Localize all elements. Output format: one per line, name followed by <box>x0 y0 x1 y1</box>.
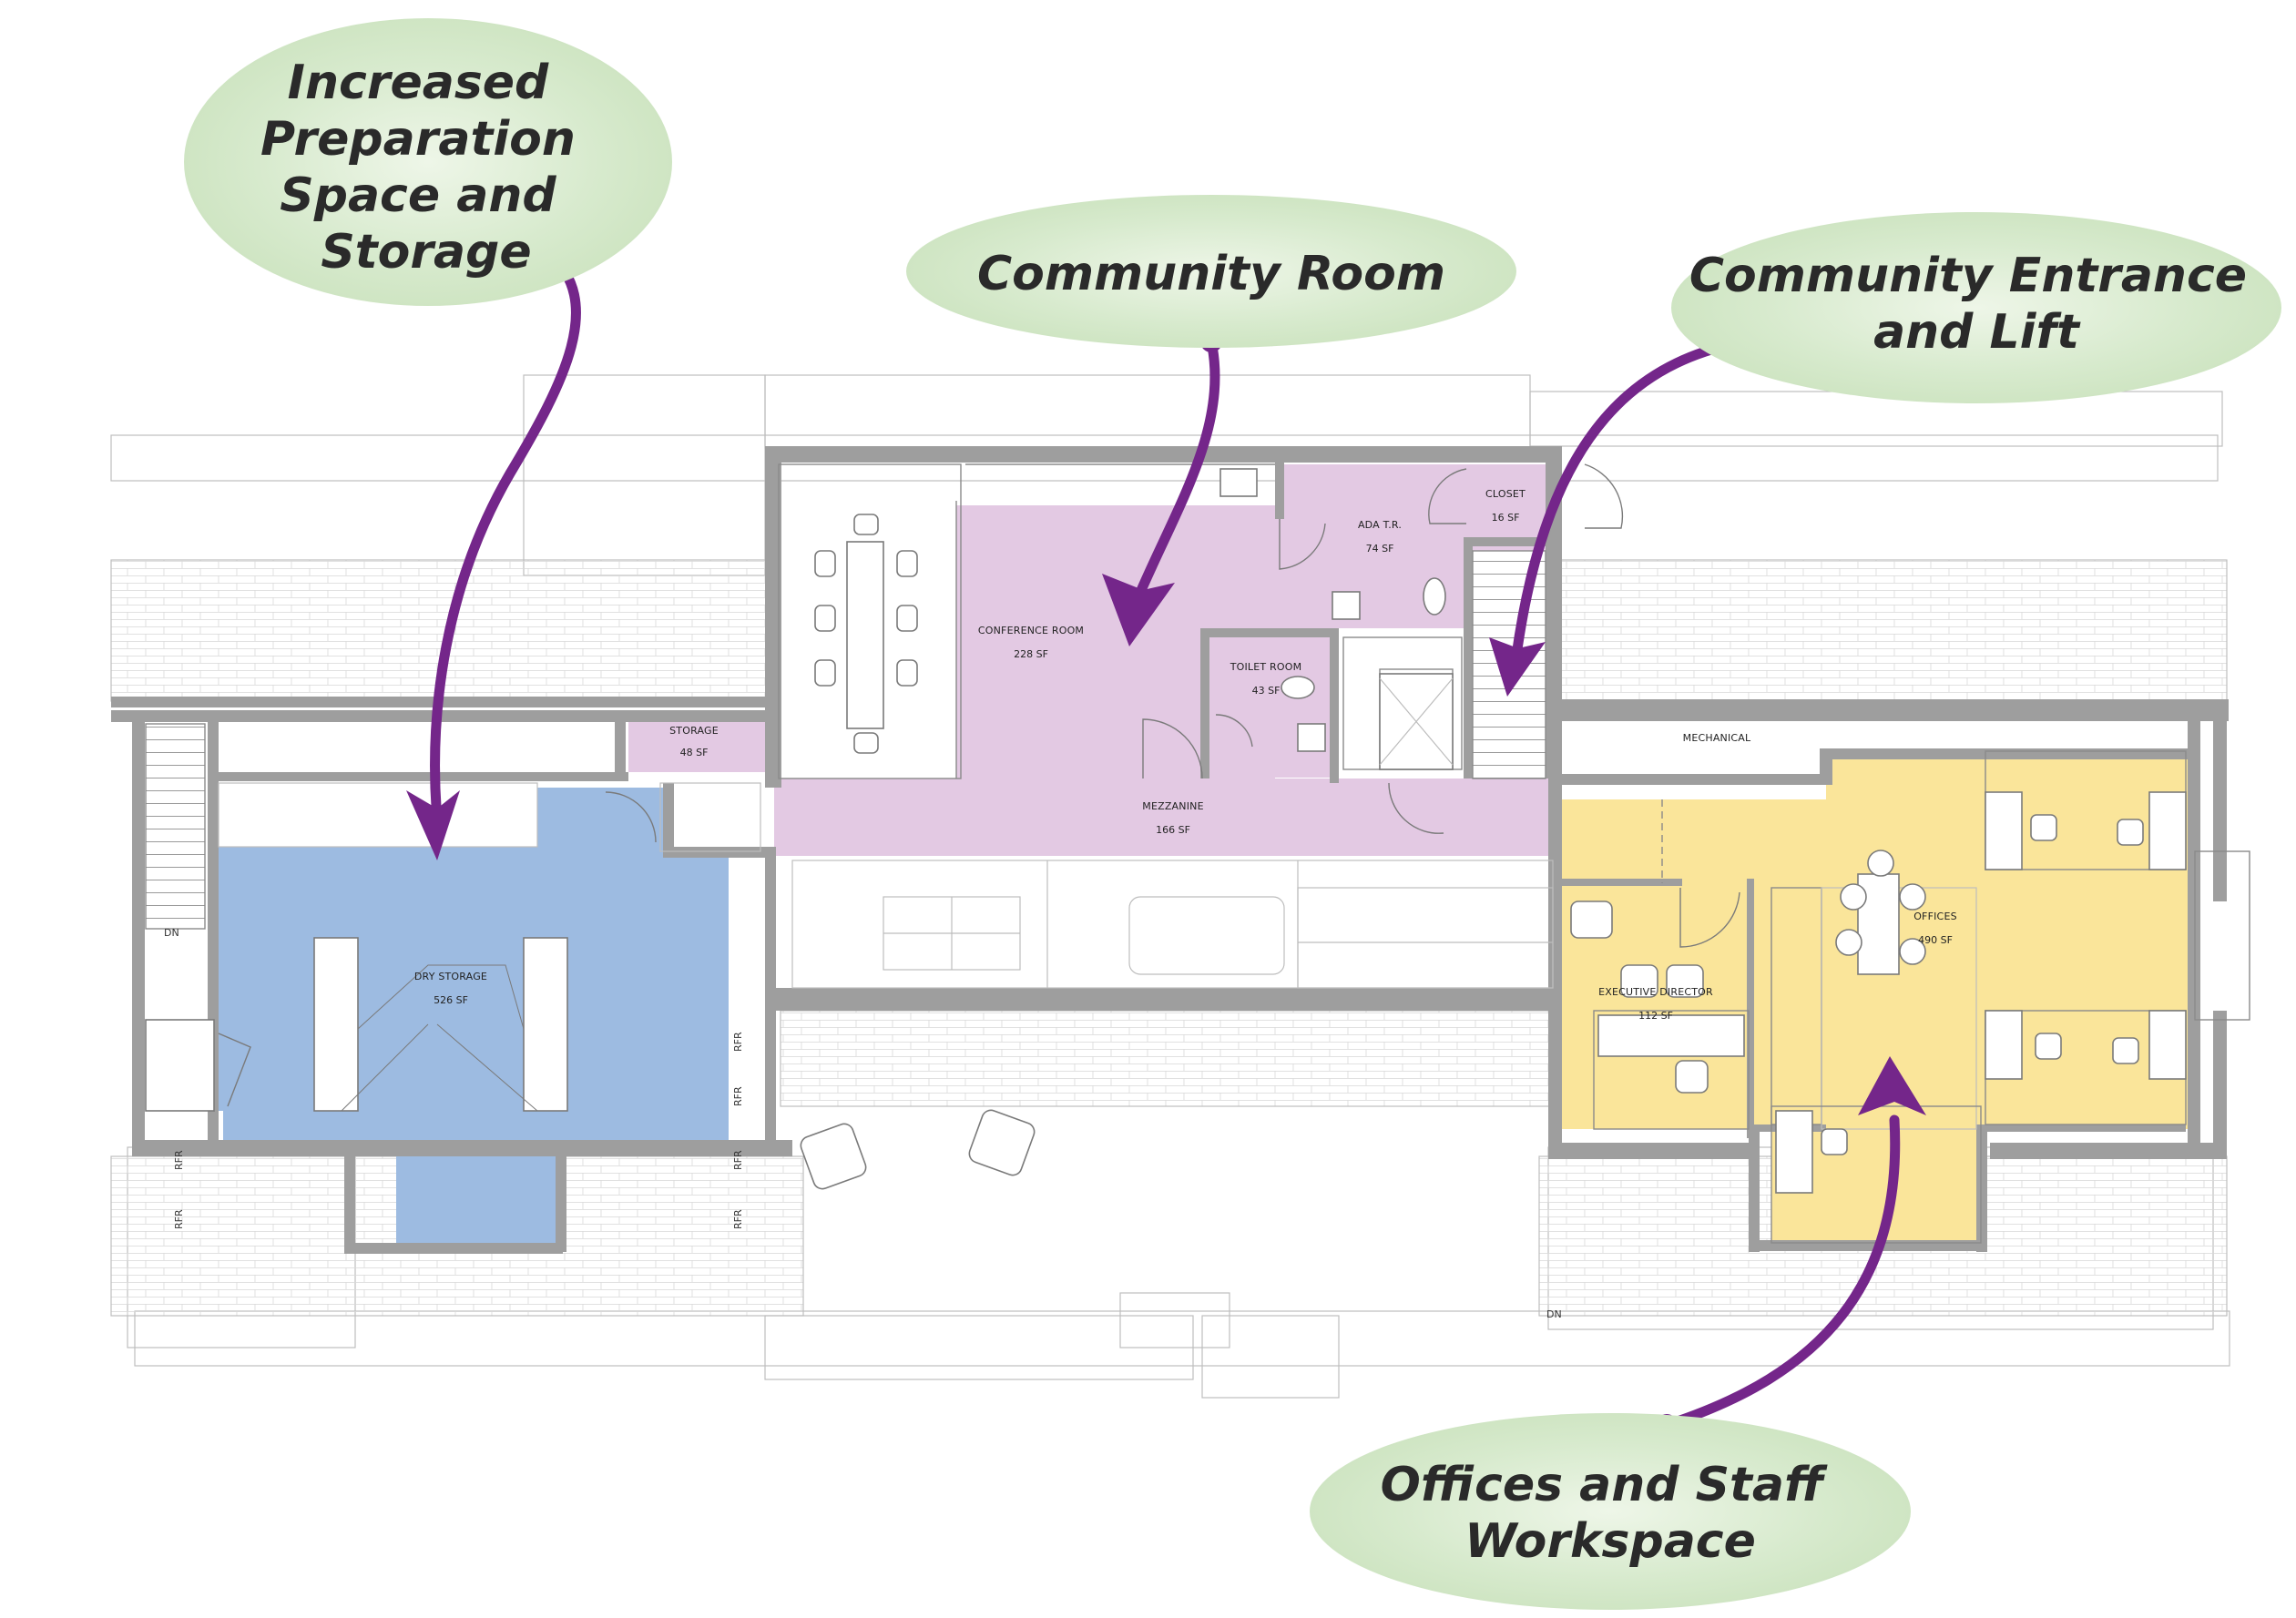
dn-mark-left: DN <box>164 927 179 939</box>
callout-community-room: Community Room <box>906 195 1516 348</box>
area-executive-director: 112 SF <box>1638 1010 1673 1022</box>
room-labels: STORAGE 48 SF CONFERENCE ROOM 228 SF ADA… <box>414 488 1957 1022</box>
callout-entrance-bubble <box>1671 212 2281 403</box>
callout-entrance-line: and Lift <box>1873 305 2081 360</box>
left-stair <box>145 723 206 930</box>
plan-marks: DN DN RFR RFR RFR RFR RFR RFR <box>164 927 1562 1320</box>
area-mezzanine: 166 SF <box>1156 824 1190 836</box>
svg-text:Offices and Staff Work: Offices and Staff Workspace <box>1381 1458 1841 1569</box>
callout-prep-bubble <box>184 18 672 306</box>
label-storage: STORAGE <box>669 725 719 737</box>
label-toilet-room: TOILET ROOM <box>1230 661 1302 673</box>
rfr-mark: RFR <box>732 1209 744 1229</box>
arrowheads <box>406 242 1926 1436</box>
rfr-mark: RFR <box>732 1086 744 1106</box>
callout-prep-line: Preparation <box>260 112 576 167</box>
zone-offices <box>1562 748 2188 1247</box>
label-mechanical: MECHANICAL <box>1683 732 1751 744</box>
svg-text:Community Entrance and: Community Entrance and Lift <box>1689 249 2263 360</box>
arrow-prep <box>430 248 581 825</box>
zone-toilet-room <box>1207 630 1339 778</box>
zone-dry-storage <box>214 788 729 1243</box>
area-toilet-room: 43 SF <box>1252 685 1281 697</box>
rfr-mark: RFR <box>732 1032 744 1052</box>
dn-mark-right: DN <box>1546 1308 1562 1320</box>
area-ada-tr: 74 SF <box>1366 543 1394 555</box>
callout-offices-line: Offices and Staff <box>1381 1458 1828 1512</box>
label-conference-room: CONFERENCE ROOM <box>978 625 1084 636</box>
label-ada-tr: ADA T.R. <box>1358 519 1402 531</box>
zones <box>214 464 2188 1247</box>
walls <box>111 446 2229 1254</box>
callout-offices-line: Workspace <box>1464 1514 1756 1569</box>
label-mezzanine: MEZZANINE <box>1142 800 1204 812</box>
zone-mezzanine <box>774 778 1559 856</box>
callout-prep-line: Space and <box>280 168 556 223</box>
callouts: Increased Preparation Space and Storage … <box>184 18 2281 1610</box>
area-conference-room: 228 SF <box>1014 648 1048 660</box>
doors <box>218 463 1740 1107</box>
label-closet: CLOSET <box>1485 488 1526 500</box>
zone-storage <box>628 722 776 772</box>
svg-text:Community Room: Community Room <box>977 247 1445 301</box>
label-offices: OFFICES <box>1913 911 1957 922</box>
label-executive-director: EXECUTIVE DIRECTOR <box>1598 986 1713 998</box>
rfr-mark: RFR <box>173 1209 185 1229</box>
callout-prep-line: Storage <box>321 225 531 280</box>
lift <box>1342 636 1463 770</box>
callout-prep: Increased Preparation Space and Storage <box>184 18 672 306</box>
callout-community-room-bubble <box>906 195 1516 348</box>
callout-entrance: Community Entrance and Lift <box>1671 212 2281 403</box>
arrow-community-room <box>1131 336 1220 606</box>
area-closet: 16 SF <box>1492 512 1520 524</box>
rfr-mark: RFR <box>173 1150 185 1170</box>
label-dry-storage: DRY STORAGE <box>414 971 487 982</box>
rfr-mark: RFR <box>732 1150 744 1170</box>
callout-offices: Offices and Staff Workspace <box>1310 1413 1911 1610</box>
callout-entrance-line: Community Entrance <box>1689 249 2247 303</box>
callout-prep-line: Increased <box>288 56 549 110</box>
arrow-community-room-head <box>1102 574 1175 646</box>
arrow-prep-head <box>406 790 460 860</box>
callout-offices-bubble <box>1310 1413 1911 1610</box>
arrow-entrance-head <box>1489 637 1546 697</box>
arrow-offices <box>1661 1114 1901 1430</box>
arrow-offices-head <box>1858 1056 1926 1115</box>
svg-text:Increased Preparation: Increased Preparation Space and Storage <box>260 56 592 280</box>
furniture <box>145 468 2187 1194</box>
callout-community-room-line: Community Room <box>977 247 1445 301</box>
area-dry-storage: 526 SF <box>434 994 468 1006</box>
callout-arrows <box>430 248 1901 1430</box>
area-storage: 48 SF <box>680 747 709 758</box>
area-offices: 490 SF <box>1918 934 1953 946</box>
